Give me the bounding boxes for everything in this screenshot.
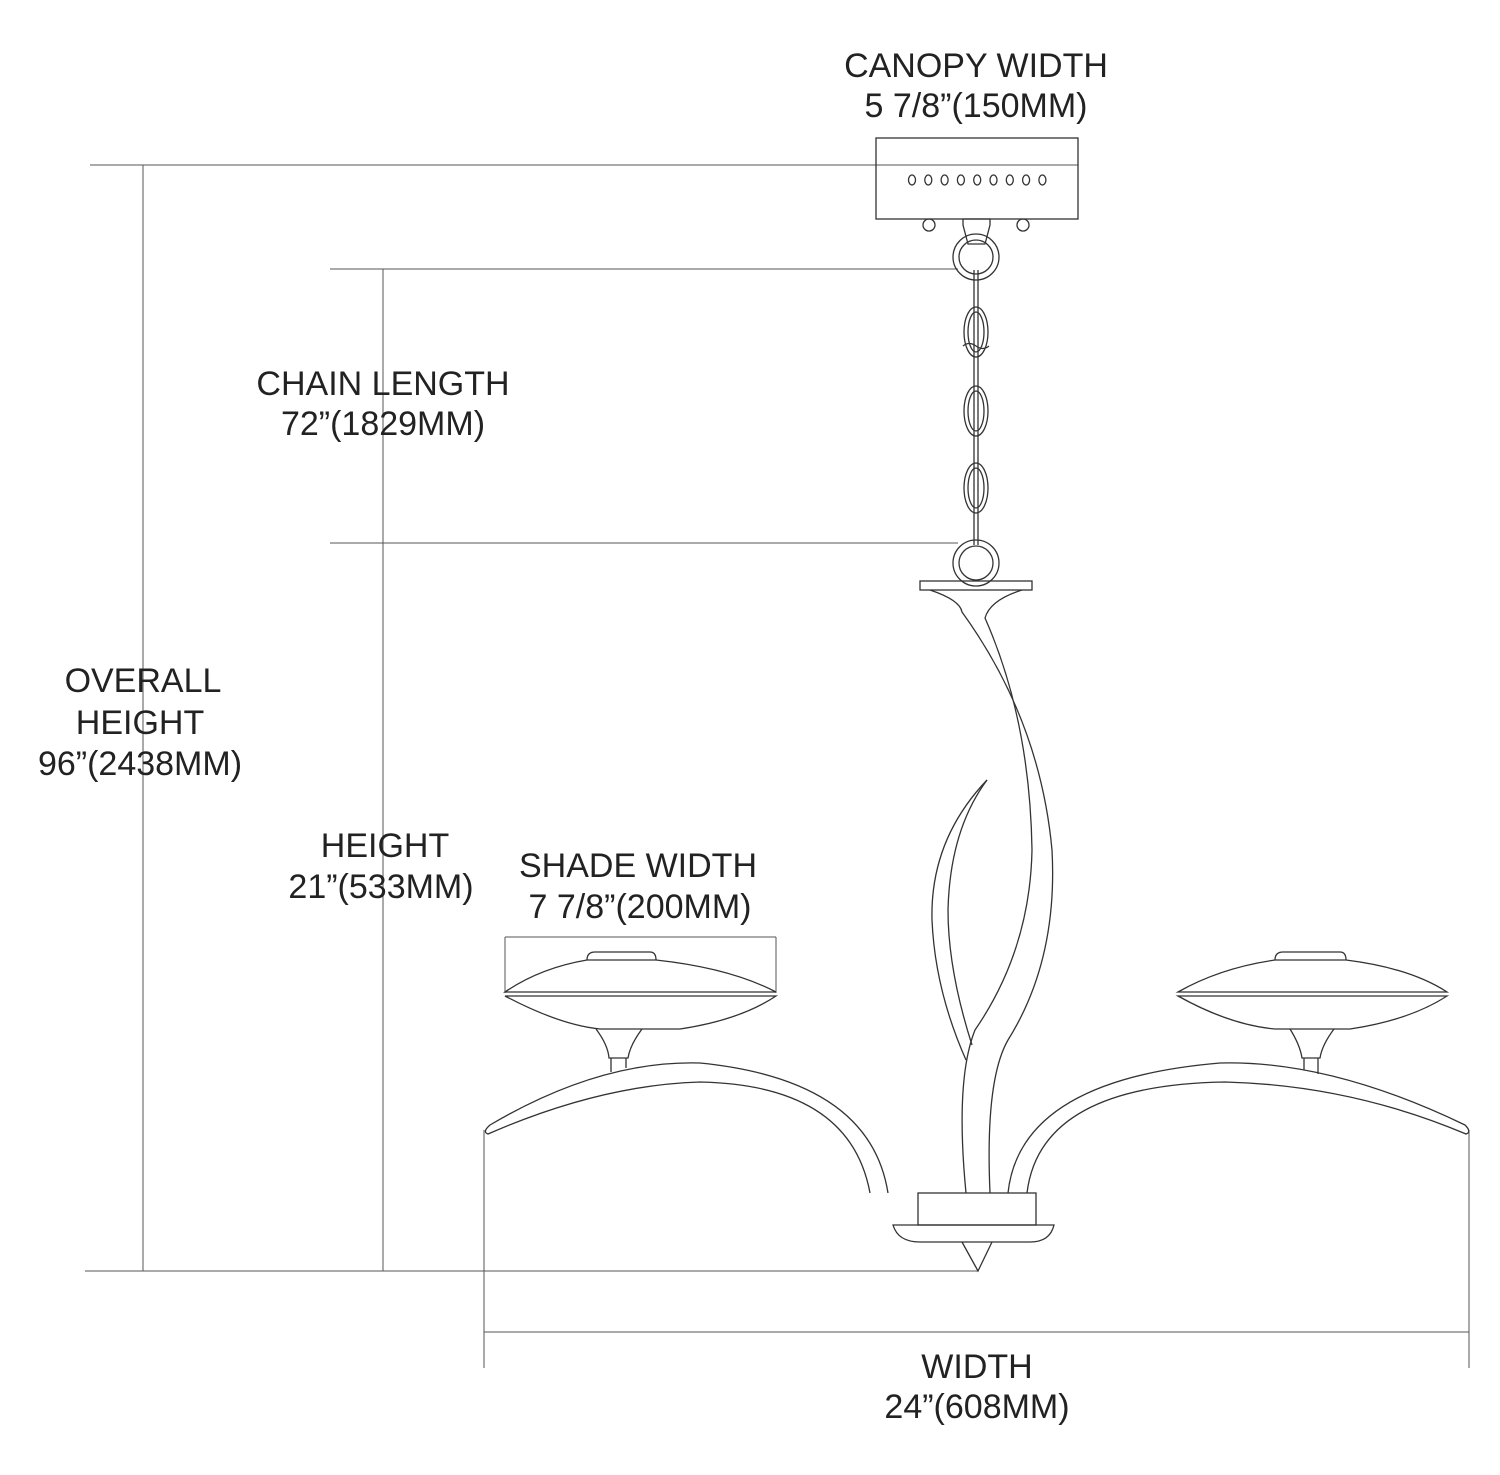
canopy-width-value: 5 7/8”(150MM) [865,87,1088,125]
canopy [875,137,1079,245]
canopy-hole [989,174,998,186]
shade-width-label: SHADE WIDTH [519,847,757,885]
canopy-hole [956,174,966,186]
canopy-hole [1021,174,1031,186]
dimension-lines [85,137,1470,1368]
canopy-hole [907,174,917,186]
overall-height-label-line2: HEIGHT [76,704,204,742]
canopy-width-label: CANOPY WIDTH [844,47,1108,85]
right-shade [1175,951,1450,1074]
canopy-hole [1005,174,1014,186]
height-value: 21”(533MM) [288,868,473,906]
overall-height-label-line1: OVERALL [65,662,222,700]
canopy-holes [907,174,1047,186]
chain-length-label: CHAIN LENGTH [256,365,509,403]
left-shade [502,951,779,1072]
shade-width-value: 7 7/8”(200MM) [529,888,752,926]
chain-length-value: 72”(1829MM) [281,405,485,443]
canopy-hole [924,174,933,186]
fixture-body [484,580,1470,1273]
width-value: 24”(608MM) [884,1388,1069,1426]
width-label: WIDTH [921,1348,1032,1386]
canopy-hole [973,174,982,186]
canopy-hole [1038,174,1047,186]
height-label: HEIGHT [321,827,449,865]
overall-height-value: 96”(2438MM) [38,745,242,783]
canopy-hole [940,174,949,186]
chain [952,233,1000,587]
